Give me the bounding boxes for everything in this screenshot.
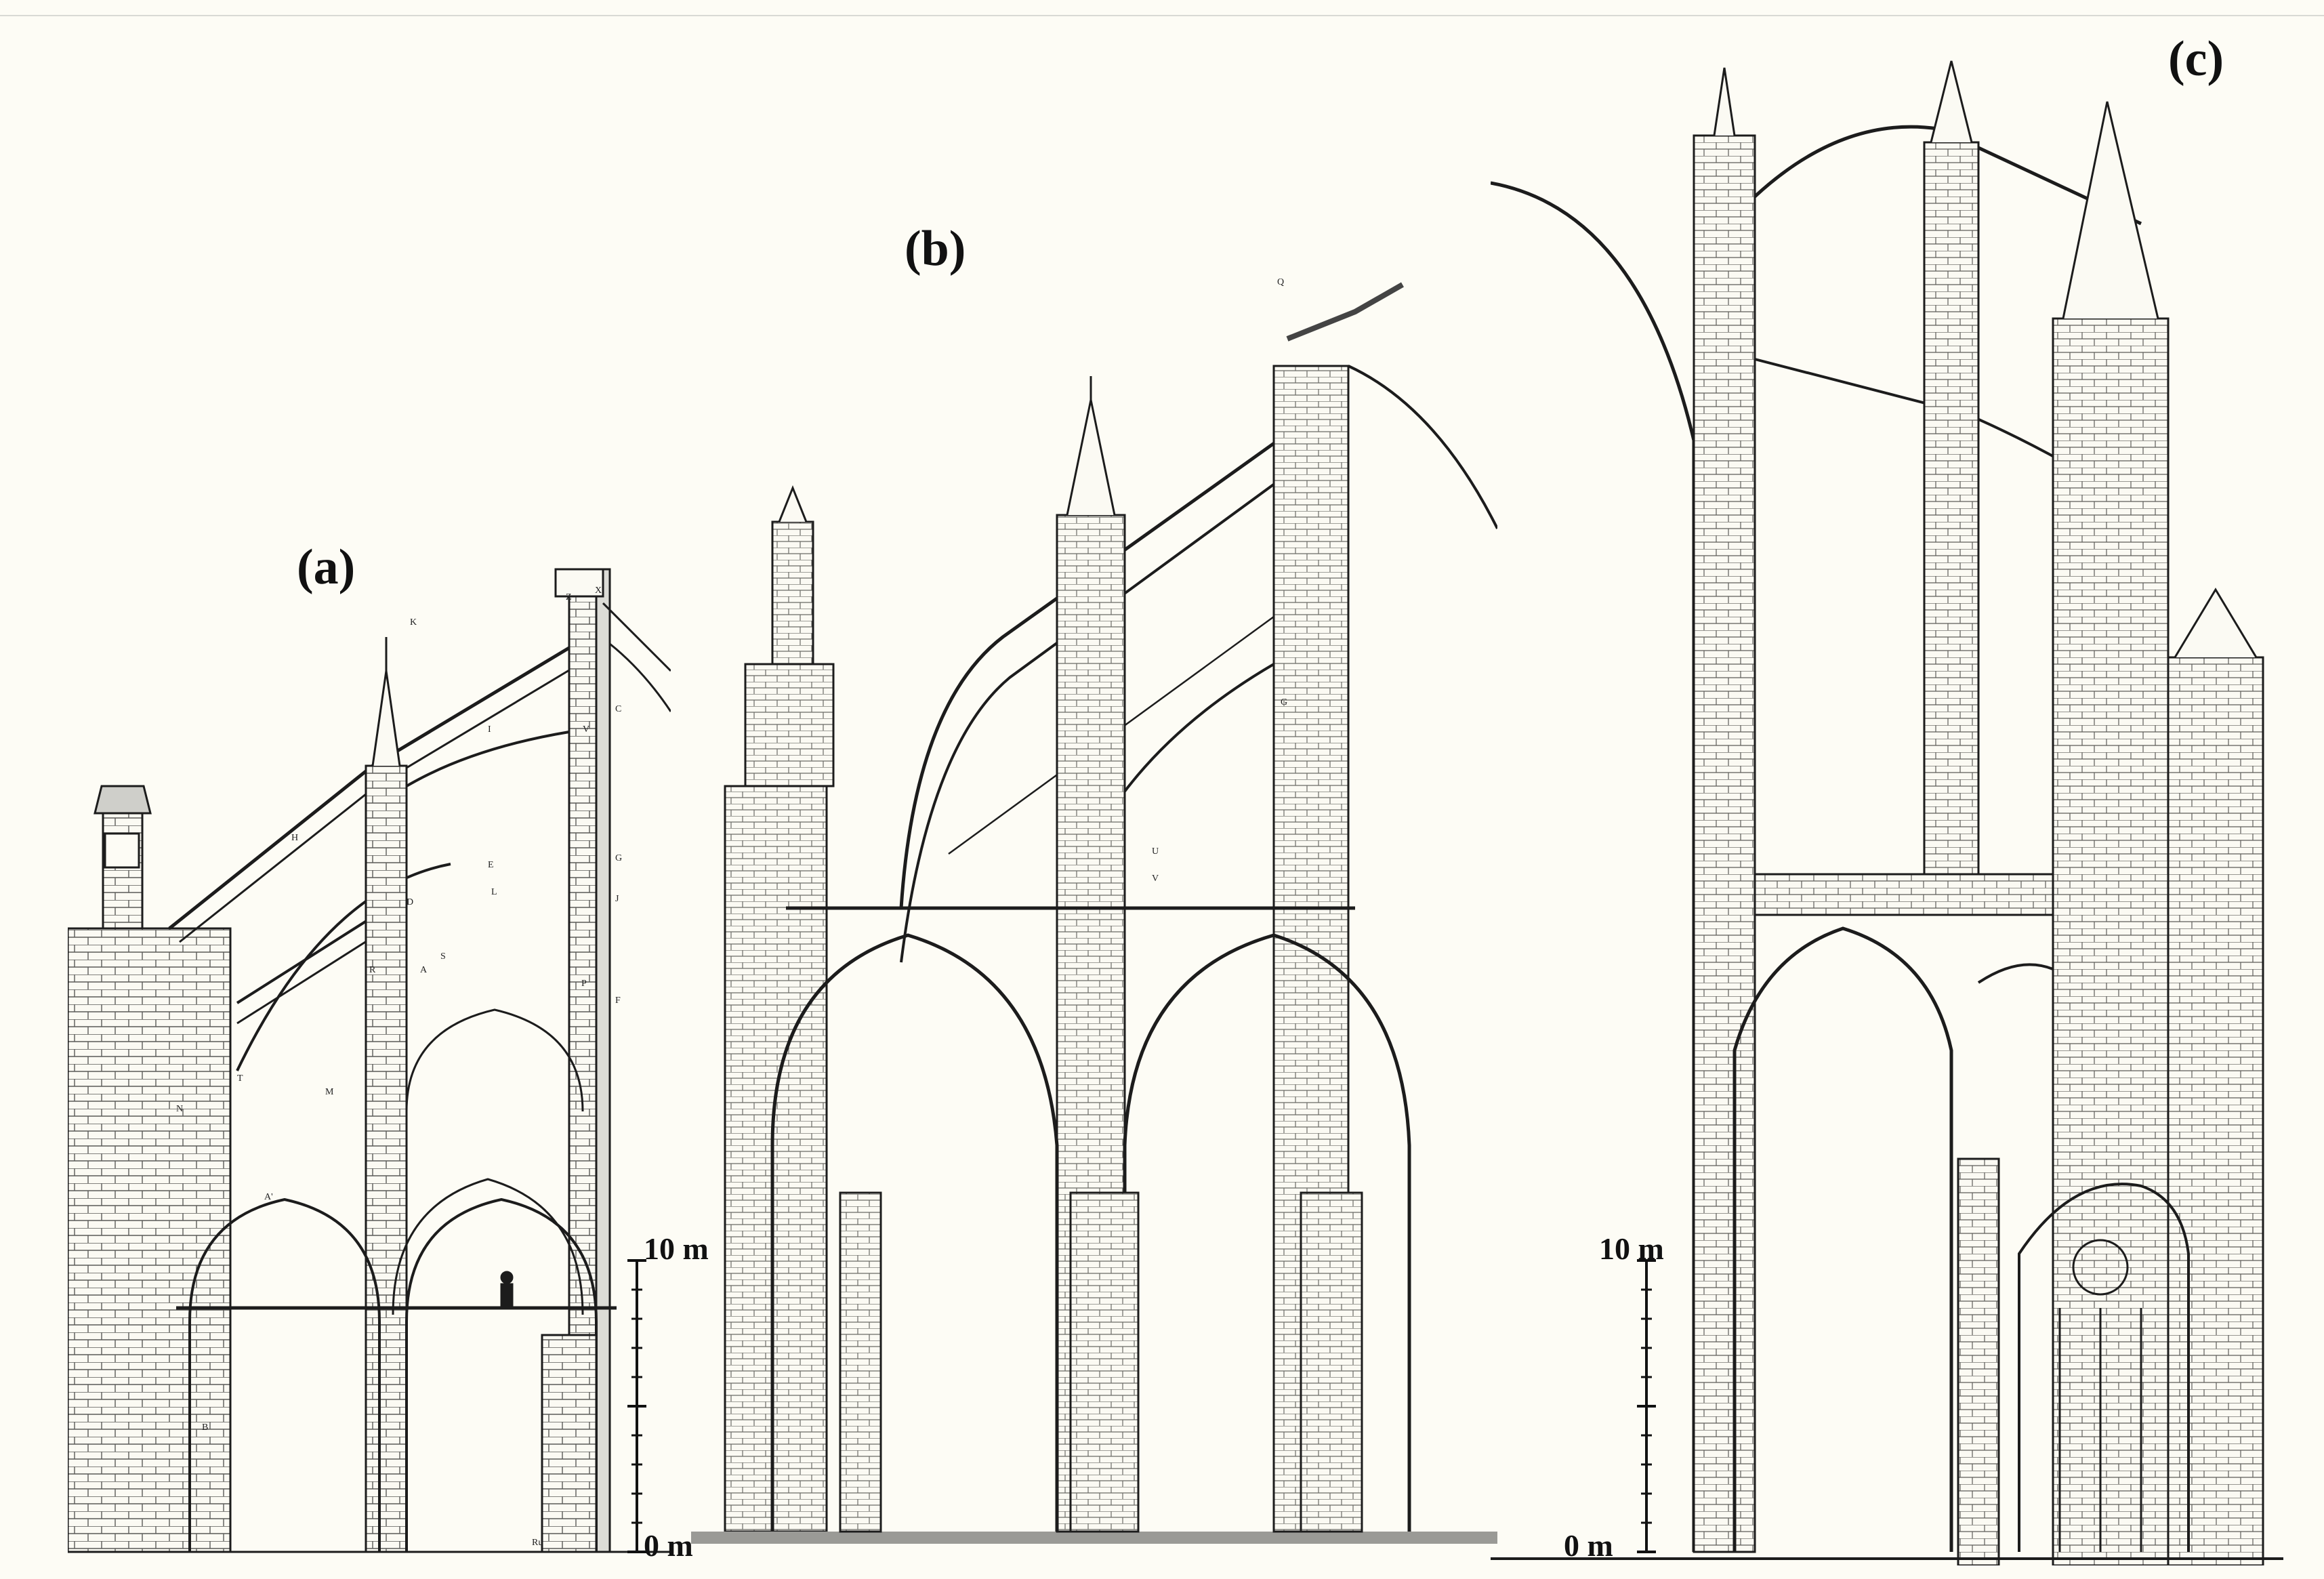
drawing-panel-a: K Z X C I V H E G D L J S R A P F N T M A' B Ru: [68, 468, 671, 1559]
svg-text:B: B: [202, 1422, 208, 1433]
svg-text:Z: Z: [566, 592, 572, 602]
svg-text:A': A': [264, 1192, 273, 1202]
panel-label-b: (b): [905, 221, 966, 276]
svg-text:G: G: [615, 853, 622, 863]
svg-text:I: I: [488, 724, 491, 735]
section-drawing-a: K Z X C I V H E G D L J S R A P F N T M A' B Ru: [68, 568, 671, 1553]
panel-label-a: (a): [297, 539, 356, 595]
svg-text:T: T: [237, 1073, 243, 1084]
section-drawing-b: Q G U V: [691, 277, 1497, 1544]
svg-text:V: V: [1152, 874, 1159, 884]
drawing-panel-c: [1491, 34, 2283, 1565]
svg-text:N: N: [176, 1104, 183, 1114]
svg-text:Q: Q: [1277, 277, 1284, 287]
scale-bar-a: 10 m 0 m: [596, 1220, 711, 1572]
scale-bottom-label-a: 0 m: [644, 1528, 693, 1563]
panel-label-c: (c): [2168, 31, 2224, 87]
svg-text:H: H: [291, 833, 298, 843]
drawing-letters-a: K Z X C I V H E G D L J S R A P F N T M A' B Ru: [176, 586, 622, 1548]
svg-text:K: K: [410, 617, 417, 628]
svg-text:V: V: [583, 724, 589, 735]
svg-text:A: A: [420, 965, 428, 975]
svg-text:G: G: [1281, 697, 1287, 708]
svg-text:D: D: [407, 897, 413, 907]
svg-text:M: M: [325, 1087, 334, 1097]
svg-text:F: F: [615, 996, 621, 1006]
drawing-letters-b: Q G U V: [1152, 277, 1287, 884]
drawing-panel-b: Q G U V: [691, 230, 1497, 1559]
svg-text:S: S: [440, 951, 446, 962]
svg-text:E: E: [488, 860, 494, 870]
scale-bar-ruler-c: [1637, 1259, 1656, 1553]
svg-text:P: P: [581, 979, 587, 989]
svg-text:Ru: Ru: [532, 1538, 543, 1548]
svg-text:C: C: [615, 704, 621, 714]
svg-text:X: X: [595, 586, 602, 596]
scale-bottom-label-c: 0 m: [1564, 1528, 1613, 1563]
svg-text:J: J: [615, 894, 619, 904]
top-rule: [0, 15, 2324, 16]
scale-top-label-c: 10 m: [1599, 1231, 1664, 1266]
scale-bar-c: 10 m 0 m: [1558, 1220, 1694, 1572]
svg-text:R: R: [369, 965, 376, 975]
svg-text:U: U: [1152, 846, 1159, 857]
scale-bar-ruler-a: [627, 1259, 646, 1553]
section-drawing-c: [1491, 60, 2283, 1565]
scale-top-label-a: 10 m: [644, 1231, 709, 1266]
svg-text:L: L: [491, 887, 497, 897]
